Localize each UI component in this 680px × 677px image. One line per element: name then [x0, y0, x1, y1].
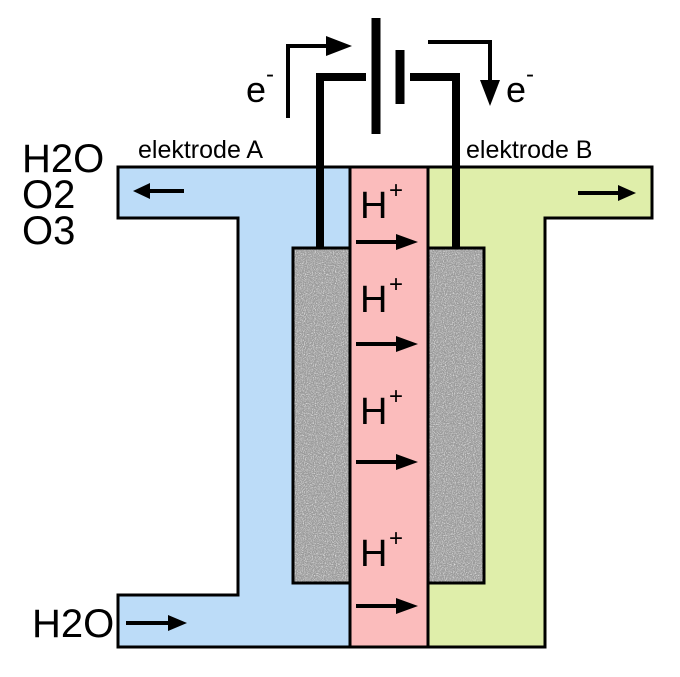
proton-group-2: H +: [356, 271, 418, 352]
proton-charge: +: [389, 525, 403, 552]
outlet-water-label: H2O: [22, 137, 104, 181]
proton-arrow: [396, 454, 418, 470]
inlet-water-arrow: [126, 615, 187, 631]
wire-electrode-a: [316, 73, 366, 248]
proton-label: H: [360, 391, 387, 433]
proton-group-4: H +: [356, 525, 418, 614]
proton-charge: +: [389, 383, 403, 410]
proton-group-1: H +: [356, 177, 418, 250]
inlet-water-label: H2O: [32, 602, 114, 646]
proton-charge: +: [389, 271, 403, 298]
electrode-a-block: [291, 246, 352, 585]
power-source-icon: [371, 18, 405, 134]
electron-label-right: e: [506, 69, 526, 110]
proton-arrow: [396, 336, 418, 352]
electron-charge-left: -: [266, 61, 274, 88]
electrode-b-label: elektrode B: [466, 136, 592, 164]
outlet-ozone-label: O3: [22, 209, 75, 253]
wire-electrode-b: [410, 73, 460, 248]
anode-outflow-arrow: [133, 183, 184, 199]
electron-label-left: e: [246, 69, 266, 110]
proton-charge: +: [389, 177, 403, 204]
proton-label: H: [360, 279, 387, 321]
cathode-outflow-arrow: [578, 185, 636, 201]
proton-label: H: [360, 185, 387, 227]
electron-flow-arrow-left: [286, 36, 352, 118]
proton-arrow: [396, 598, 418, 614]
electron-charge-right: -: [526, 61, 534, 88]
proton-label: H: [360, 533, 387, 575]
proton-arrow: [396, 234, 418, 250]
electrode-b-block: [426, 246, 486, 585]
electrode-a-label: elektrode A: [138, 136, 263, 164]
electron-flow-arrow-right: [428, 40, 500, 106]
proton-group-3: H +: [356, 383, 418, 470]
outlet-oxygen-label: O2: [22, 173, 75, 217]
membrane: [348, 165, 430, 649]
